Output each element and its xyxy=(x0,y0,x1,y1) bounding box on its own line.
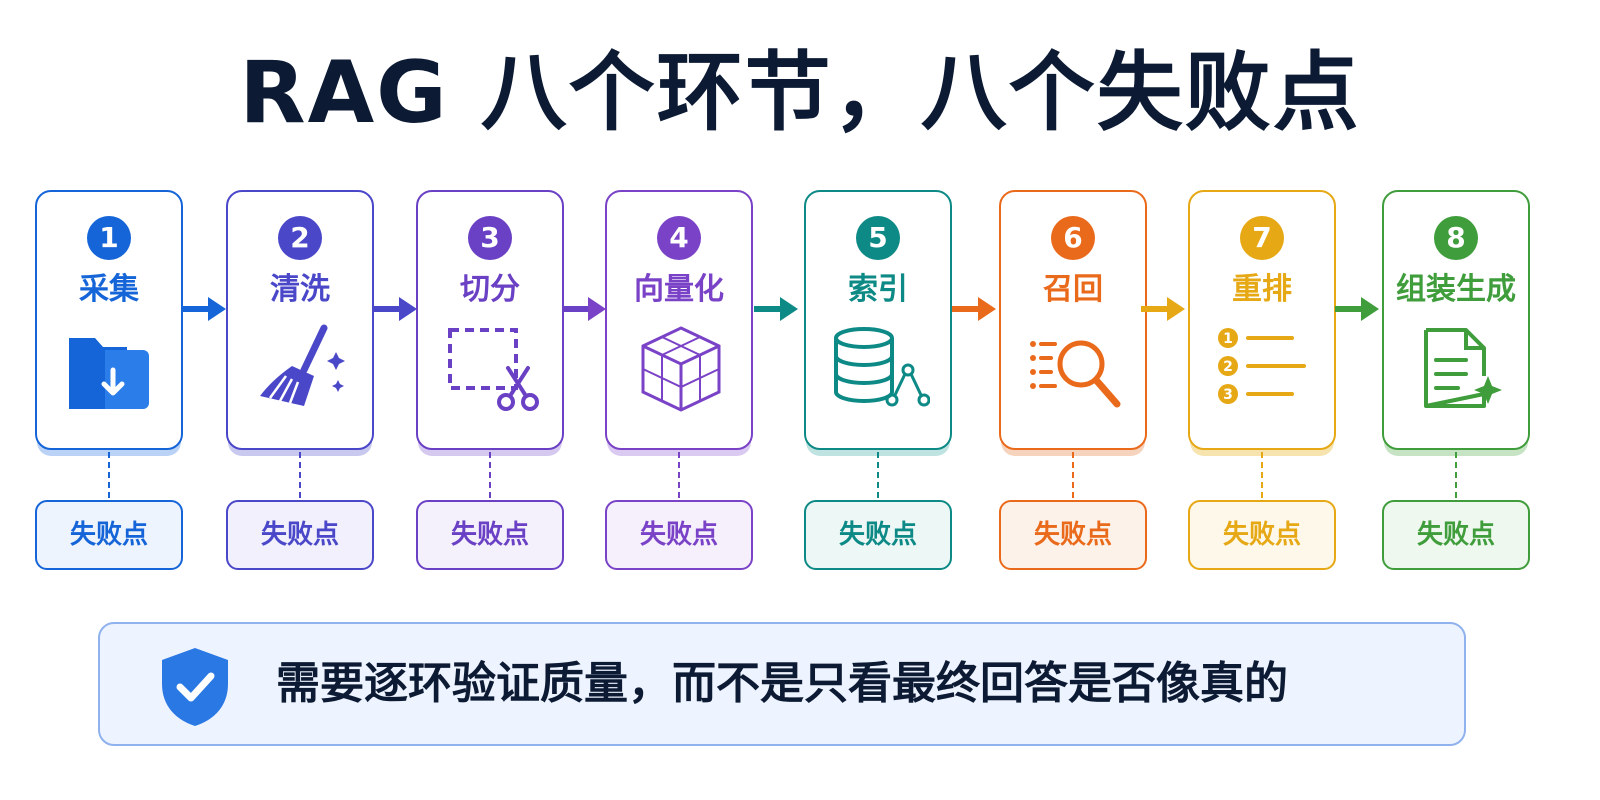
failure-point-box: 失败点 xyxy=(999,500,1147,570)
dashed-connector xyxy=(678,452,680,498)
stage-card-embed: 4 向量化 xyxy=(605,190,753,450)
stage-number-badge: 3 xyxy=(468,216,512,260)
ranked-list-icon: 1 2 3 xyxy=(1218,328,1306,404)
failure-point-box: 失败点 xyxy=(226,500,374,570)
dashed-connector xyxy=(1261,452,1263,498)
stage-number-badge: 6 xyxy=(1051,216,1095,260)
dashed-connector xyxy=(108,452,110,498)
page-title: RAG 八个环节，八个失败点 xyxy=(239,43,1361,143)
failure-point-box: 失败点 xyxy=(1188,500,1336,570)
stage-name: 切分 xyxy=(460,272,520,307)
stage-name: 索引 xyxy=(848,272,908,307)
search-list-icon xyxy=(1030,340,1121,408)
stage-name: 清洗 xyxy=(270,272,330,307)
svg-text:1: 1 xyxy=(1223,331,1233,347)
stage-card-rerank: 7 重排 1 2 3 xyxy=(1188,190,1336,450)
stage-card-generate: 8 组装生成 xyxy=(1382,190,1530,450)
arrow-icon xyxy=(754,297,798,321)
arrow-icon xyxy=(182,297,226,321)
svg-text:2: 2 xyxy=(1223,359,1233,375)
shield-check-icon xyxy=(162,648,228,726)
conclusion-text: 需要逐环验证质量，而不是只看最终回答是否像真的 xyxy=(276,658,1288,709)
dashed-connector xyxy=(299,452,301,498)
stage-number-badge: 5 xyxy=(856,216,900,260)
failure-point-box: 失败点 xyxy=(416,500,564,570)
cube-icon xyxy=(641,326,721,412)
arrow-icon xyxy=(952,297,996,321)
conclusion-banner: 需要逐环验证质量，而不是只看最终回答是否像真的 xyxy=(98,622,1466,746)
dashed-connector xyxy=(1072,452,1074,498)
broom-sparkle-icon xyxy=(260,324,345,406)
stage-card-clean: 2 清洗 xyxy=(226,190,374,450)
stage-name: 组装生成 xyxy=(1396,272,1516,307)
arrow-icon xyxy=(1141,297,1185,321)
database-icon xyxy=(834,327,930,407)
dashed-connector xyxy=(1455,452,1457,498)
stage-number-badge: 8 xyxy=(1434,216,1478,260)
failure-point-box: 失败点 xyxy=(1382,500,1530,570)
svg-text:3: 3 xyxy=(1223,387,1233,403)
stage-name: 重排 xyxy=(1232,272,1292,307)
dashed-connector xyxy=(877,452,879,498)
stage-card-chunk: 3 切分 xyxy=(416,190,564,450)
stage-name: 采集 xyxy=(79,272,139,307)
arrow-icon xyxy=(1335,297,1379,321)
failure-point-box: 失败点 xyxy=(35,500,183,570)
scissors-icon xyxy=(448,328,539,411)
arrow-icon xyxy=(562,297,606,321)
arrow-icon xyxy=(373,297,417,321)
stage-number-badge: 1 xyxy=(87,216,131,260)
stage-number-badge: 7 xyxy=(1240,216,1284,260)
stage-card-retrieve: 6 召回 xyxy=(999,190,1147,450)
stage-name: 向量化 xyxy=(634,272,724,307)
stage-number-badge: 4 xyxy=(657,216,701,260)
failure-point-box: 失败点 xyxy=(804,500,952,570)
document-sparkle-icon xyxy=(1424,328,1502,408)
stage-card-collect: 1 采集 xyxy=(35,190,183,450)
dashed-connector xyxy=(489,452,491,498)
failure-point-box: 失败点 xyxy=(605,500,753,570)
stage-number-badge: 2 xyxy=(278,216,322,260)
stage-name: 召回 xyxy=(1043,272,1103,307)
stage-card-index: 5 索引 xyxy=(804,190,952,450)
folder-download-icon xyxy=(69,338,149,409)
